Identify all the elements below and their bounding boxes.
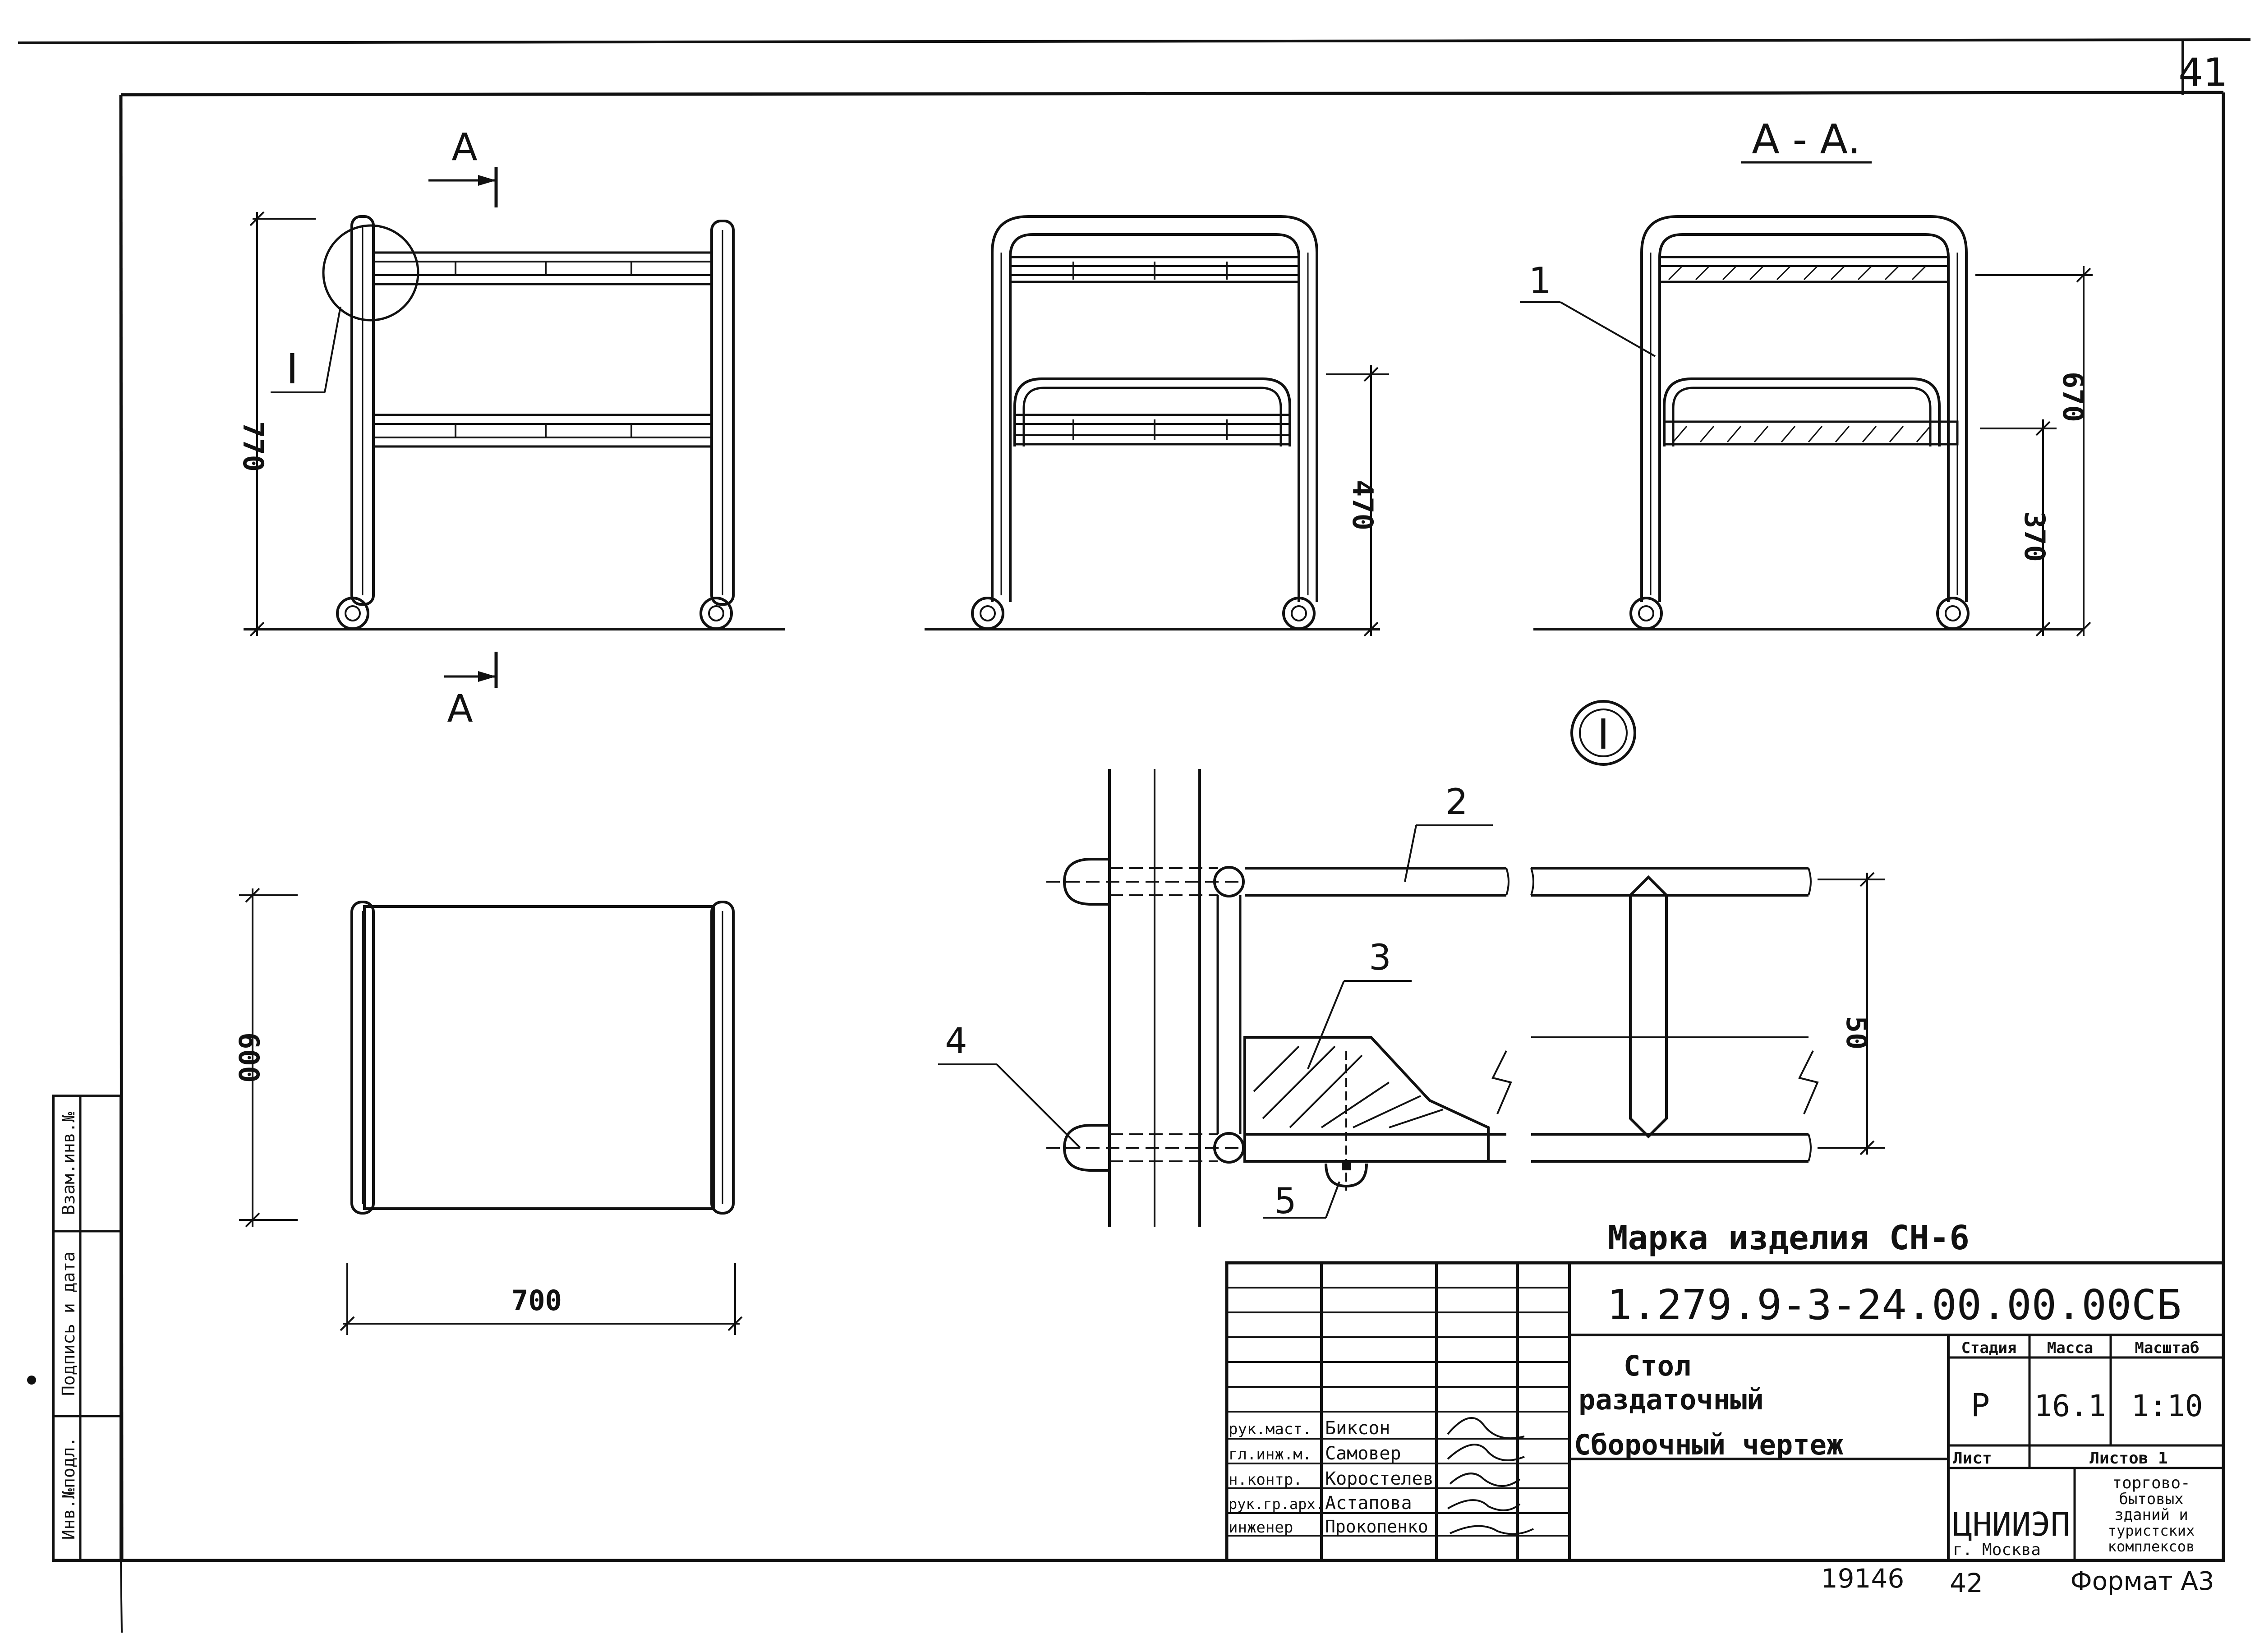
side-view — [925, 215, 1389, 637]
org-line3: зданий и — [2114, 1506, 2188, 1524]
signature-name-1: Биксон — [1325, 1418, 1390, 1439]
org-line5: комплексов — [2108, 1538, 2195, 1555]
signature-name-2: Самовер — [1325, 1443, 1401, 1464]
sheet-number: 41 — [2178, 50, 2227, 95]
document-code: 1.279.9-3-24.00.00.00СБ — [1607, 1281, 2181, 1329]
inventory-number: 19146 — [1821, 1563, 1905, 1594]
detail-marker-inner — [1579, 709, 1628, 757]
dimension-height-total: 770 — [237, 421, 270, 472]
document-name-line1: Стол — [1624, 1349, 1691, 1382]
org-line4: туристских — [2108, 1522, 2195, 1539]
document-name-line2: раздаточный — [1578, 1383, 1764, 1416]
dimension-lower-shelf-side: 470 — [1346, 480, 1379, 530]
side-stamp-field-sign: Подпись и дата — [59, 1252, 78, 1396]
detail-marker: I — [1597, 710, 1609, 759]
signature-role-1: рук.маст. — [1229, 1420, 1312, 1438]
signature-scribble — [1447, 1499, 1521, 1511]
org-city: г. Москва — [1953, 1541, 2041, 1559]
page-number: 42 — [1950, 1568, 1983, 1598]
header-sheet: Лист — [1953, 1449, 1992, 1468]
detail-callout-label: I — [286, 345, 298, 393]
screw-head — [1342, 1161, 1351, 1170]
callout-4: 4 — [945, 1021, 967, 1062]
section-mark-bottom: А — [447, 686, 473, 731]
side-stamp-field-inv: Инв.№подл. — [59, 1437, 78, 1540]
arrow-icon — [478, 175, 496, 186]
section-mark-top: А — [451, 125, 477, 169]
dimension-detail-height: 50 — [1840, 1016, 1873, 1050]
value-stage: Р — [1971, 1387, 1990, 1424]
header-mass: Масса — [2047, 1339, 2093, 1357]
callout-1: 1 — [1529, 260, 1552, 302]
header-stage: Стадия — [1961, 1339, 2017, 1357]
header-scale: Масштаб — [2135, 1339, 2199, 1357]
signature-role-2: гл.инж.м. — [1229, 1445, 1312, 1463]
detail-marker-circle — [1570, 700, 1636, 766]
signature-name-4: Астапова — [1325, 1493, 1412, 1514]
section-title: А - А. — [1752, 116, 1860, 163]
front-view — [244, 167, 785, 688]
signature-role-5: инженер — [1229, 1519, 1293, 1537]
callout-2: 2 — [1445, 782, 1468, 823]
signature-name-5: Прокопенко — [1325, 1517, 1428, 1537]
signature-scribble — [1449, 1473, 1521, 1487]
signature-role-4: рук.гр.арх. — [1229, 1496, 1324, 1513]
callout-3: 3 — [1369, 938, 1391, 978]
dimension-width: 700 — [511, 1284, 562, 1317]
side-stamp — [52, 1095, 122, 1562]
value-mass: 16.1 — [2034, 1389, 2106, 1423]
section-view — [1520, 161, 2093, 637]
plan-view — [239, 888, 743, 1335]
value-scale: 1:10 — [2131, 1389, 2203, 1423]
dimension-depth: 600 — [232, 1032, 265, 1083]
title-block — [1225, 1261, 2225, 1562]
signature-scribble — [1447, 1444, 1525, 1461]
bullet-dot — [27, 1376, 36, 1385]
org-line1: торгово- — [2112, 1474, 2190, 1492]
arrow-icon — [478, 671, 496, 682]
document-name-line3: Сборочный чертеж — [1574, 1428, 1843, 1461]
product-mark: Марка изделия СН-6 — [1608, 1219, 1970, 1257]
side-stamp-field-replace: Взам.инв.№ — [59, 1112, 78, 1215]
signature-scribble — [1450, 1525, 1534, 1535]
dimension-upper-shelf: 670 — [2057, 372, 2089, 422]
drawing-frame — [18, 38, 2251, 1633]
org-line2: бытовых — [2119, 1490, 2183, 1508]
paper-format: Формат А3 — [2071, 1567, 2214, 1596]
header-sheets: Листов 1 — [2089, 1449, 2168, 1468]
signature-scribble — [1447, 1417, 1525, 1440]
org-abbr: ЦНИИЭП — [1953, 1505, 2070, 1543]
detail-view — [938, 769, 1885, 1227]
signature-role-3: н.контр. — [1229, 1471, 1302, 1489]
signature-name-3: Коростелев — [1325, 1468, 1434, 1489]
dimension-lower-shelf: 370 — [2018, 511, 2051, 562]
callout-5: 5 — [1274, 1181, 1297, 1222]
